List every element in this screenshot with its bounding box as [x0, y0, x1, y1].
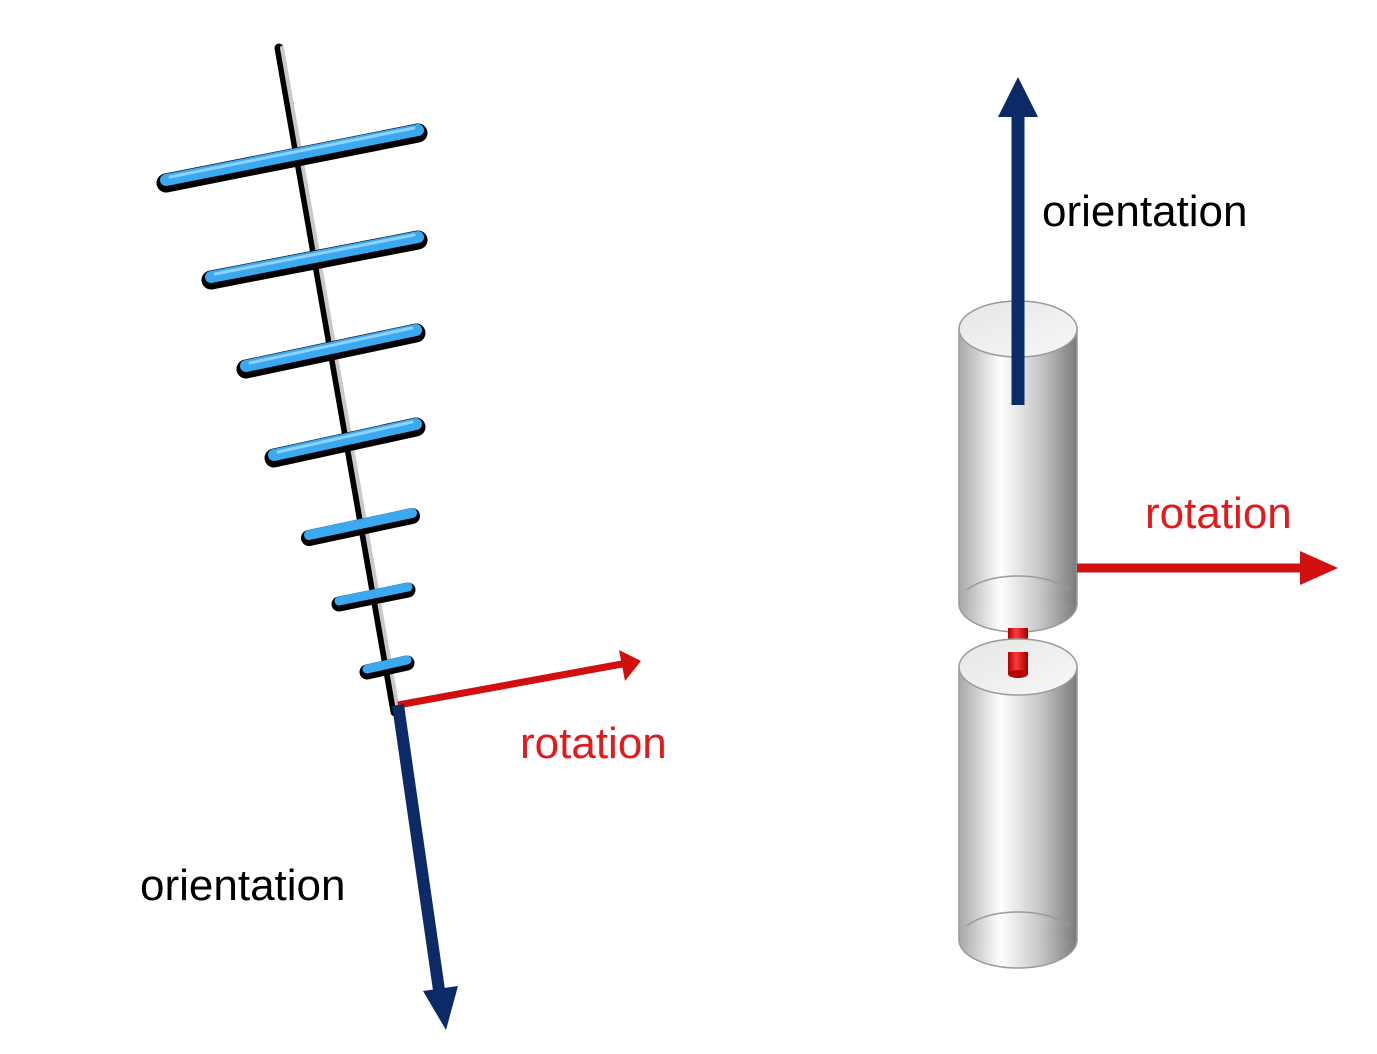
lower-cylinder	[958, 638, 1078, 969]
antenna-element-1	[156, 123, 428, 193]
left-rotation-arrow	[397, 650, 641, 709]
yagi-antenna	[156, 43, 428, 717]
left-rotation-label: rotation	[520, 719, 667, 768]
antenna-element-7	[359, 655, 415, 680]
dipole-antenna	[958, 300, 1078, 969]
antenna-element-3	[236, 323, 426, 379]
left-orientation-label: orientation	[140, 861, 346, 910]
antenna-element-2	[201, 230, 428, 290]
antenna-element-6	[331, 582, 416, 612]
right-orientation-label: orientation	[1042, 187, 1248, 236]
left-orientation-arrow	[392, 704, 458, 1030]
right-rotation-arrow	[1077, 551, 1338, 585]
antenna-element-4	[264, 417, 426, 468]
right-rotation-label: rotation	[1145, 489, 1292, 538]
right-orientation-arrow	[998, 77, 1038, 405]
antenna-element-5	[301, 508, 420, 546]
